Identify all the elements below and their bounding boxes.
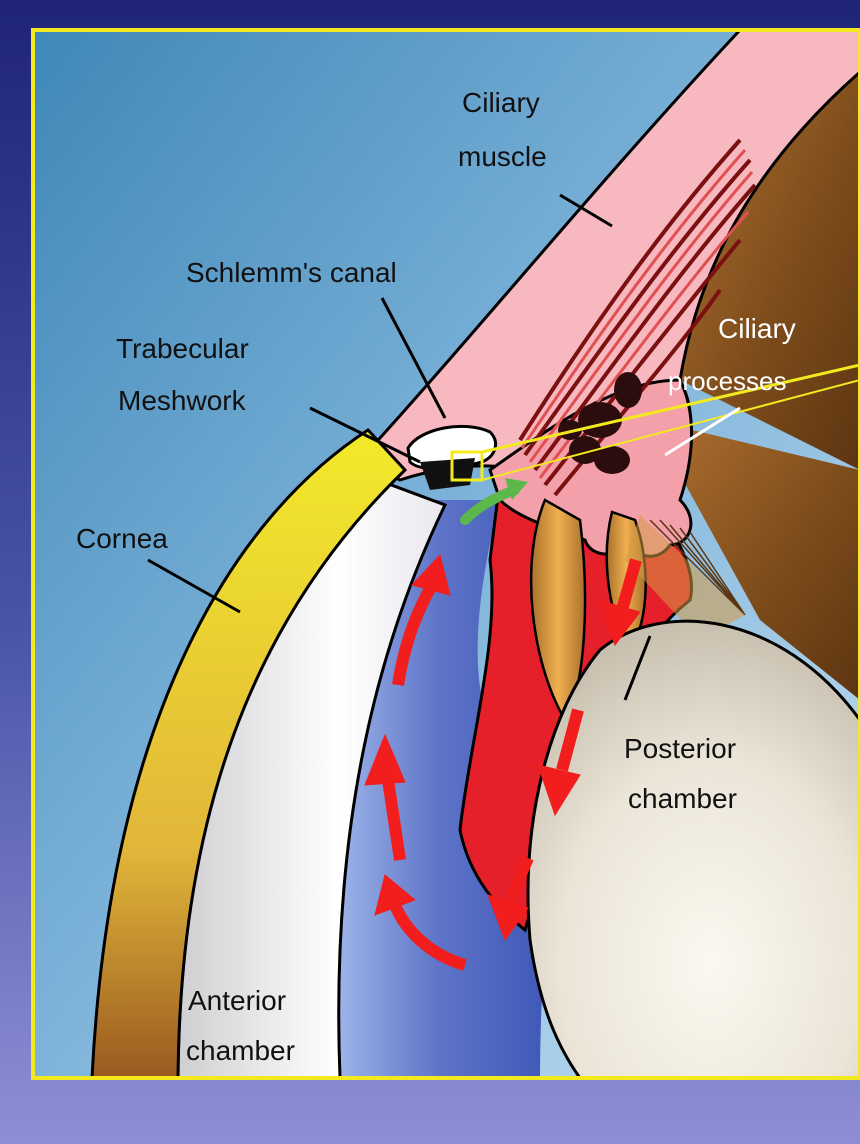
label-ciliary-muscle-1: Ciliary (462, 87, 540, 118)
label-posterior-1: Posterior (624, 733, 736, 764)
label-trabecular-2: Meshwork (118, 385, 247, 416)
label-ciliary-processes-2: processes (668, 366, 787, 396)
label-anterior-2: chamber (186, 1035, 295, 1066)
lens (528, 621, 860, 1078)
label-posterior-2: chamber (628, 783, 737, 814)
label-trabecular-1: Trabecular (116, 333, 249, 364)
label-cornea: Cornea (76, 523, 168, 554)
label-ciliary-processes-1: Ciliary (718, 313, 796, 344)
label-schlemms-canal: Schlemm's canal (186, 257, 397, 288)
label-ciliary-muscle-2: muscle (458, 141, 547, 172)
label-anterior-1: Anterior (188, 985, 286, 1016)
